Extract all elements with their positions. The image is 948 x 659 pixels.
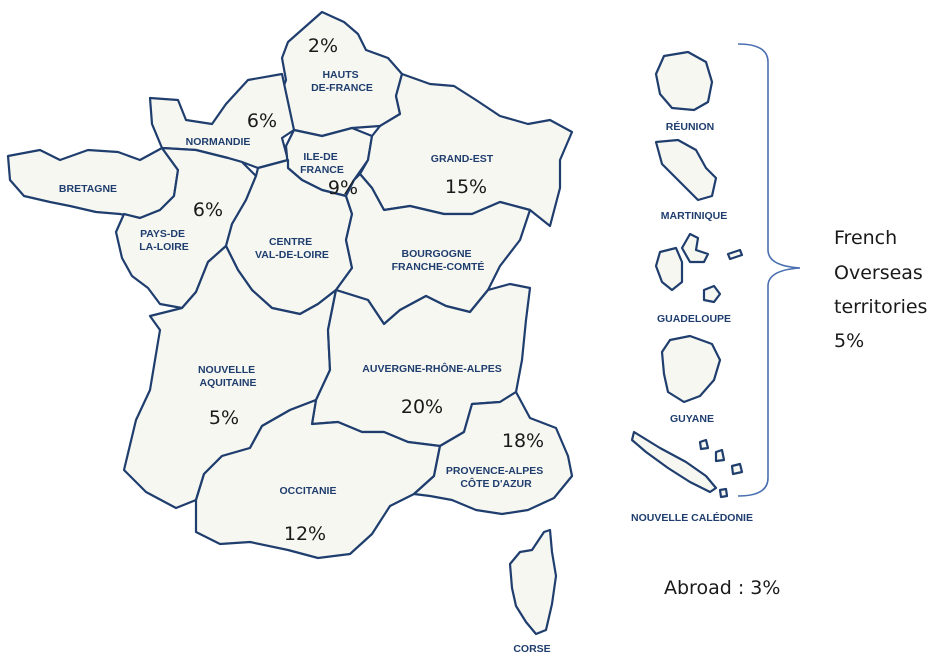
territory-guadeloupe-desirade bbox=[726, 248, 744, 261]
region-name-normandie: NORMANDIE bbox=[186, 136, 251, 148]
percent-pays-de-la-loire: 6% bbox=[193, 199, 223, 221]
percent-grand-est: 15% bbox=[445, 176, 487, 198]
region-provence-alpes-cote-dazur bbox=[412, 390, 574, 516]
territory-guyane bbox=[660, 334, 722, 404]
region-name-occitanie: OCCITANIE bbox=[280, 485, 337, 497]
region-name-ile-de-france: ILE-DE FRANCE bbox=[300, 151, 344, 176]
territory-name-martinique: MARTINIQUE bbox=[661, 210, 728, 222]
territory-marie-galante bbox=[702, 284, 722, 304]
percent-provence-alpes-cote-dazur: 18% bbox=[502, 430, 544, 452]
territory-guadeloupe-west bbox=[654, 246, 684, 292]
percent-ile-de-france: 9% bbox=[328, 177, 358, 199]
region-corse bbox=[508, 528, 558, 636]
territory-name-reunion: RÉUNION bbox=[666, 120, 714, 133]
region-name-bretagne: BRETAGNE bbox=[59, 183, 117, 195]
territory-nouvelle-caledonie bbox=[630, 430, 718, 494]
overseas-bracket bbox=[737, 43, 801, 497]
region-name-centre-val-de-loire: CENTRE VAL-DE-LOIRE bbox=[255, 236, 329, 261]
territory-name-guyane: GUYANE bbox=[670, 413, 714, 425]
region-name-grand-est: GRAND-EST bbox=[431, 153, 494, 165]
percent-auvergne-rhone-alpes: 20% bbox=[401, 396, 443, 418]
region-name-auvergne-rhone-alpes: AUVERGNE-RHÔNE-ALPES bbox=[362, 362, 501, 375]
territory-martinique bbox=[654, 138, 718, 202]
percent-occitanie: 12% bbox=[284, 523, 326, 545]
region-pays-de-la-loire bbox=[114, 146, 258, 310]
territory-guadeloupe-east bbox=[680, 232, 710, 264]
territory-loyalty-island-1 bbox=[698, 438, 710, 451]
territory-name-nouvelle-caledonie: NOUVELLE CALÉDONIE bbox=[631, 511, 753, 524]
overseas-summary: French Overseas territories 5% bbox=[834, 227, 934, 352]
region-occitanie bbox=[194, 398, 442, 560]
territory-loyalty-island-2 bbox=[714, 448, 726, 463]
territory-name-guadeloupe: GUADELOUPE bbox=[657, 313, 731, 325]
region-name-bourgogne-franche-comte: BOURGOGNE FRANCHE-COMTÉ bbox=[392, 248, 485, 273]
percent-nouvelle-aquitaine: 5% bbox=[209, 407, 239, 429]
region-name-provence-alpes-cote-dazur: PROVENCE-ALPES CÔTE D'AZUR bbox=[446, 465, 546, 490]
abroad-share: Abroad : 3% bbox=[664, 577, 780, 599]
region-name-nouvelle-aquitaine: NOUVELLE AQUITAINE bbox=[198, 364, 258, 389]
region-name-hauts-de-france: HAUTS DE-FRANCE bbox=[311, 69, 373, 94]
region-name-pays-de-la-loire: PAYS-DE LA-LOIRE bbox=[139, 228, 189, 253]
territory-ile-des-pins bbox=[718, 487, 729, 499]
region-name-corse: CORSE bbox=[513, 643, 550, 655]
territory-loyalty-island-3 bbox=[730, 462, 744, 476]
percent-normandie: 6% bbox=[247, 110, 277, 132]
territory-reunion bbox=[654, 50, 714, 112]
percent-hauts-de-france: 2% bbox=[308, 35, 338, 57]
region-bourgogne-franche-comte bbox=[334, 172, 532, 326]
